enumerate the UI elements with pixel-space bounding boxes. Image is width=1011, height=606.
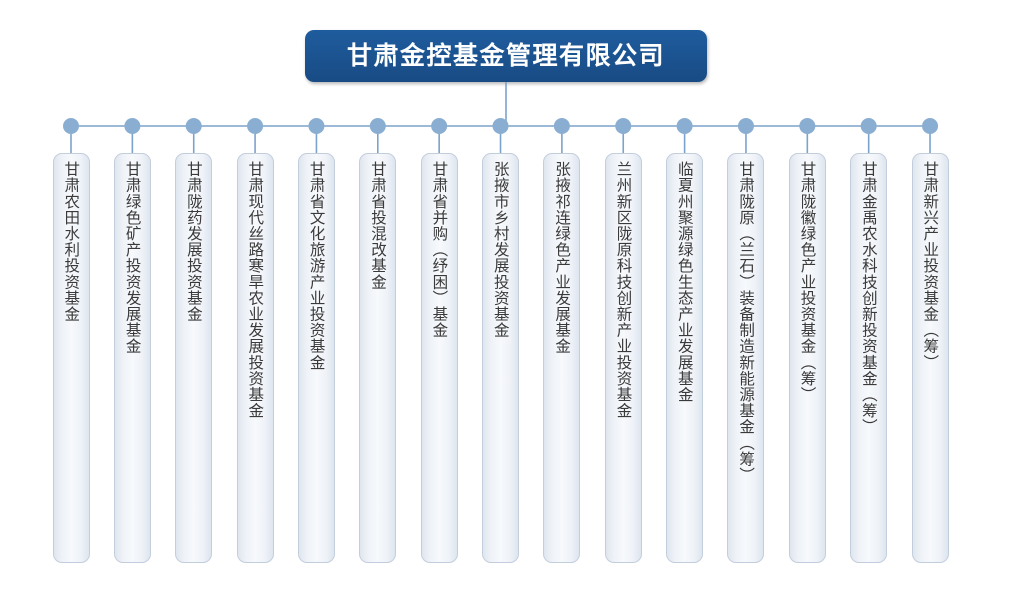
leaf-node-label: 甘肃农田水利投资基金 xyxy=(62,161,81,322)
leaf-node-label: 甘肃陇原（兰石）装备制造新能源基金（筹） xyxy=(737,161,756,483)
leaf-node-15[interactable]: 甘肃新兴产业投资基金（筹） xyxy=(911,153,949,563)
leaf-node-label: 兰州新区陇原科技创新产业投资基金 xyxy=(614,161,633,419)
leaf-node-5[interactable]: 甘肃省文化旅游产业投资基金 xyxy=(297,153,335,563)
leaf-node-label: 甘肃陇徽绿色产业投资基金（筹） xyxy=(798,161,817,403)
leaf-node-2[interactable]: 甘肃绿色矿产投资发展基金 xyxy=(113,153,151,563)
leaf-node-label: 甘肃省文化旅游产业投资基金 xyxy=(307,161,326,371)
leaf-node-label: 张掖祁连绿色产业发展基金 xyxy=(553,161,572,355)
leaf-node-3[interactable]: 甘肃陇药发展投资基金 xyxy=(175,153,213,563)
leaf-node-6[interactable]: 甘肃省投混改基金 xyxy=(359,153,397,563)
leaf-node-label: 甘肃省并购（纾困）基金 xyxy=(430,161,449,339)
leaf-node-label: 甘肃陇药发展投资基金 xyxy=(184,161,203,322)
leaf-node-label: 甘肃省投混改基金 xyxy=(369,161,387,290)
leaf-node-9[interactable]: 张掖祁连绿色产业发展基金 xyxy=(543,153,581,563)
leaf-node-10[interactable]: 兰州新区陇原科技创新产业投资基金 xyxy=(604,153,642,563)
leaf-node-label: 甘肃金禹农水科技创新投资基金（筹） xyxy=(859,161,878,435)
root-node-label: 甘肃金控基金管理有限公司 xyxy=(346,41,665,70)
leaf-node-label: 甘肃新兴产业投资基金（筹） xyxy=(921,161,940,371)
leaf-node-8[interactable]: 张掖市乡村发展投资基金 xyxy=(482,153,520,563)
leaf-node-12[interactable]: 甘肃陇原（兰石）装备制造新能源基金（筹） xyxy=(727,153,765,563)
leaf-node-4[interactable]: 甘肃现代丝路寒旱农业发展投资基金 xyxy=(236,153,274,563)
leaf-node-11[interactable]: 临夏州聚源绿色生态产业发展基金 xyxy=(666,153,704,563)
root-node[interactable]: 甘肃金控基金管理有限公司 xyxy=(305,30,707,82)
leaf-node-label: 临夏州聚源绿色生态产业发展基金 xyxy=(675,161,694,403)
leaf-node-label: 甘肃绿色矿产投资发展基金 xyxy=(123,161,142,355)
leaf-node-13[interactable]: 甘肃陇徽绿色产业投资基金（筹） xyxy=(788,153,826,563)
leaf-node-7[interactable]: 甘肃省并购（纾困）基金 xyxy=(420,153,458,563)
leaf-node-label: 张掖市乡村发展投资基金 xyxy=(491,161,510,339)
leaf-node-label: 甘肃现代丝路寒旱农业发展投资基金 xyxy=(246,161,265,419)
leaf-node-14[interactable]: 甘肃金禹农水科技创新投资基金（筹） xyxy=(850,153,888,563)
leaf-node-1[interactable]: 甘肃农田水利投资基金 xyxy=(52,153,90,563)
